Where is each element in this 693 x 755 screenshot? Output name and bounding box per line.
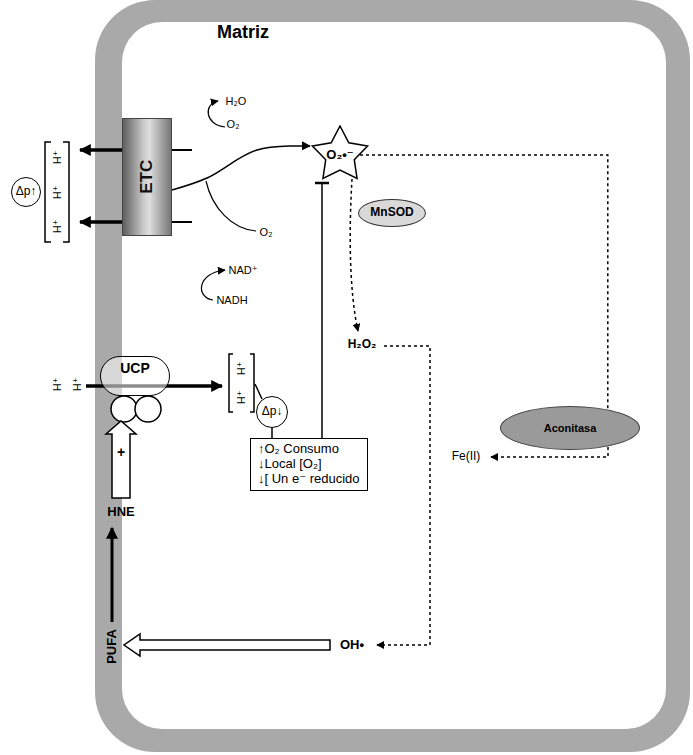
reaction-connector bbox=[172, 146, 310, 190]
node-text: Δp↓ bbox=[262, 405, 283, 419]
molecule-label: NAD⁺ bbox=[228, 264, 257, 277]
enzyme-ellipse: MnSOD bbox=[358, 199, 426, 227]
proton-bracket bbox=[45, 142, 69, 242]
node-text: ↓Local [O₂] bbox=[258, 457, 322, 472]
node-text: MnSOD bbox=[370, 206, 413, 220]
solid-arrow bbox=[111, 528, 114, 622]
label-anchor: H⁺ bbox=[70, 378, 84, 391]
molecule-label: H₂O bbox=[226, 95, 247, 108]
label-anchor: H⁺ bbox=[234, 391, 248, 404]
etc-tick bbox=[172, 149, 192, 151]
leader-line bbox=[255, 384, 262, 399]
compartment-label: Matriz bbox=[217, 22, 269, 43]
ucp-subunit bbox=[111, 396, 137, 422]
inhibition-connector bbox=[321, 183, 323, 438]
node-text: O₂•⁻ bbox=[326, 148, 353, 163]
link-connector bbox=[271, 428, 273, 438]
dotted-arrow bbox=[350, 179, 358, 331]
node-text: UCP bbox=[120, 360, 150, 376]
label-anchor: H₂O₂ bbox=[348, 338, 377, 352]
hollow-arrow bbox=[106, 421, 136, 498]
ucp-channel: UCP bbox=[100, 356, 170, 396]
label-anchor: PUFA bbox=[95, 639, 130, 654]
node-text: ETC bbox=[137, 160, 157, 194]
proton-label: H⁺ bbox=[51, 150, 64, 164]
proton-motive-circle: Δp↓ bbox=[256, 396, 288, 428]
label-anchor: H⁺ bbox=[50, 186, 64, 199]
enzyme-ellipse: Aconitasa bbox=[500, 406, 640, 450]
dotted-arrow bbox=[377, 346, 430, 645]
molecule-label: H₂O₂ bbox=[348, 338, 377, 352]
proton-label: H⁺ bbox=[235, 361, 248, 375]
molecule-label: Fe(II) bbox=[452, 450, 481, 464]
proton-label: H⁺ bbox=[51, 185, 64, 199]
ucp-subunit bbox=[135, 396, 161, 422]
label-anchor: NADH bbox=[216, 294, 247, 307]
proton-label: H⁺ bbox=[71, 377, 84, 391]
label-anchor: H⁺ bbox=[50, 151, 64, 164]
proton-motive-circle: Δp↑ bbox=[11, 177, 41, 207]
proton-arrow bbox=[80, 220, 122, 224]
label-anchor: Matriz bbox=[217, 22, 269, 43]
molecule-label: OH• bbox=[340, 638, 364, 653]
molecule-label: PUFA bbox=[105, 629, 120, 664]
label-anchor: H⁺ bbox=[50, 220, 64, 233]
reaction-arrow bbox=[208, 101, 225, 127]
proton-label: H⁺ bbox=[51, 377, 64, 391]
label-anchor: O₂ bbox=[227, 118, 240, 131]
label-anchor: NAD⁺ bbox=[228, 264, 257, 277]
membrane-band bbox=[95, 0, 690, 752]
label-anchor: H⁺ bbox=[50, 378, 64, 391]
proton-arrow bbox=[80, 148, 122, 152]
dotted-connector bbox=[360, 155, 608, 409]
etc-complex: ETC bbox=[122, 118, 172, 236]
molecule-label: O₂ bbox=[260, 226, 273, 239]
proton-label: H⁺ bbox=[51, 219, 64, 233]
star-shape bbox=[312, 126, 367, 178]
superoxide-star: O₂•⁻ bbox=[310, 125, 370, 185]
molecule-label: O₂ bbox=[227, 118, 240, 131]
node-text: ↓[ Un e⁻ reducido bbox=[258, 472, 360, 487]
node-text: Δp↑ bbox=[16, 185, 37, 199]
sign-label: + bbox=[117, 444, 125, 460]
label-anchor: OH• bbox=[340, 638, 364, 653]
label-anchor: Fe(II) bbox=[452, 450, 481, 464]
matrix-space bbox=[122, 22, 666, 729]
label-anchor: HNE bbox=[107, 505, 134, 520]
label-anchor: O₂ bbox=[260, 226, 273, 239]
label-anchor: H₂O bbox=[226, 95, 247, 108]
effects-box: ↑O₂ Consumo↓Local [O₂]↓[ Un e⁻ reducido bbox=[250, 438, 368, 491]
etc-tick bbox=[172, 221, 192, 223]
label-anchor: H⁺ bbox=[234, 362, 248, 375]
node-text: ↑O₂ Consumo bbox=[258, 442, 339, 457]
label-anchor: + bbox=[117, 444, 125, 460]
node-text: Aconitasa bbox=[544, 422, 597, 435]
molecule-label: HNE bbox=[107, 505, 134, 520]
molecule-label: NADH bbox=[216, 294, 247, 307]
reaction-branch bbox=[206, 181, 256, 231]
hollow-arrow bbox=[124, 634, 330, 656]
proton-bracket bbox=[229, 354, 254, 412]
proton-label: H⁺ bbox=[235, 390, 248, 404]
